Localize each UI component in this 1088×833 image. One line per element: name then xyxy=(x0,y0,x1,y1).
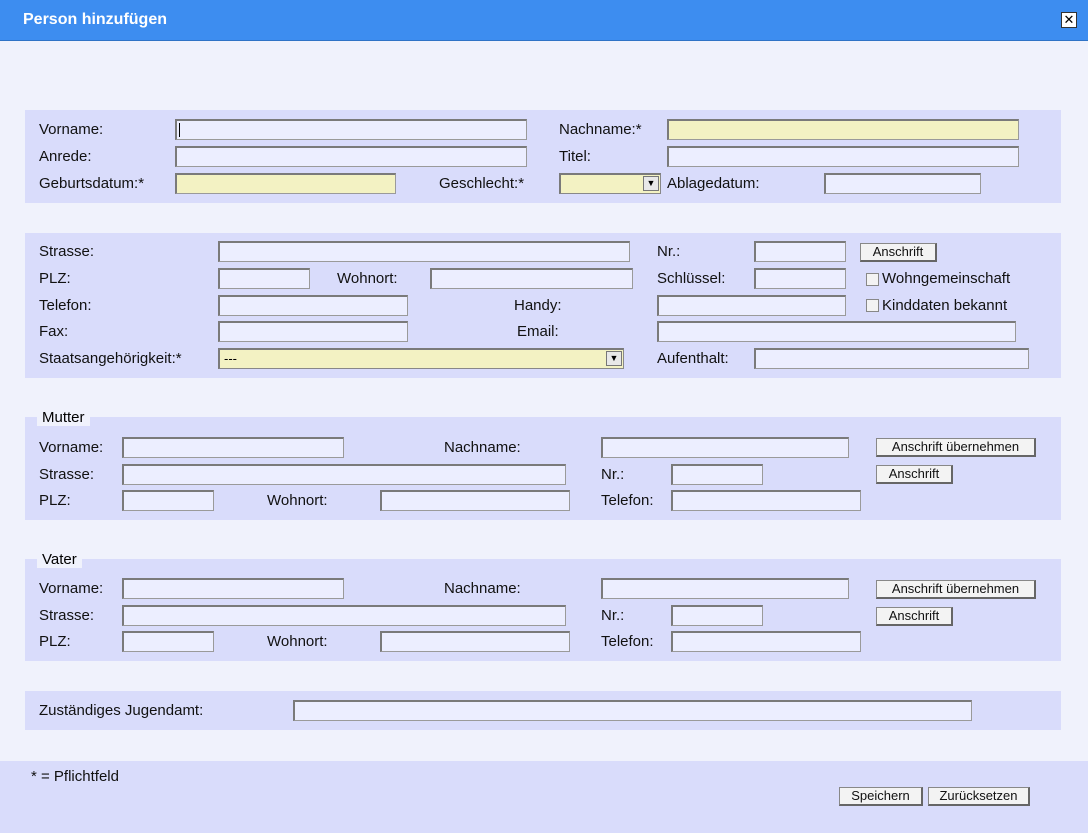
close-icon[interactable]: ✕ xyxy=(1061,12,1077,28)
ablagedatum-input[interactable] xyxy=(824,173,981,194)
schluessel-label: Schlüssel: xyxy=(657,270,726,287)
vater-telefon-label: Telefon: xyxy=(601,633,654,650)
vater-nr-label: Nr.: xyxy=(601,607,625,624)
anrede-label: Anrede: xyxy=(39,148,92,165)
aufenthalt-input[interactable] xyxy=(754,348,1029,369)
wohngemeinschaft-label: Wohngemeinschaft xyxy=(882,270,1011,287)
anrede-input[interactable] xyxy=(175,146,527,167)
mutter-vorname-label: Vorname: xyxy=(39,439,104,456)
window-title: Person hinzufügen xyxy=(23,11,167,28)
mutter-anschrift-button[interactable]: Anschrift xyxy=(876,465,953,484)
plz-input[interactable] xyxy=(218,268,310,289)
handy-input[interactable] xyxy=(657,295,846,316)
staatsangehoerigkeit-select[interactable]: --- ▼ xyxy=(218,348,624,369)
mutter-strasse-input[interactable] xyxy=(122,464,566,485)
vater-anschrift-uebernehmen-button[interactable]: Anschrift übernehmen xyxy=(876,580,1036,599)
vater-nachname-input[interactable] xyxy=(601,578,849,599)
mutter-nr-label: Nr.: xyxy=(601,466,625,483)
geburtsdatum-input[interactable] xyxy=(175,173,396,194)
mutter-panel: Mutter Vorname: Nachname: Anschrift über… xyxy=(25,409,1061,520)
kinddaten-label: Kinddaten bekannt xyxy=(882,297,1008,314)
chevron-down-icon[interactable]: ▼ xyxy=(643,176,659,191)
vater-nr-input[interactable] xyxy=(671,605,763,626)
vater-vorname-label: Vorname: xyxy=(39,580,104,597)
chevron-down-icon[interactable]: ▼ xyxy=(606,351,622,366)
fax-input[interactable] xyxy=(218,321,408,342)
pflichtfeld-note: * = Pflichtfeld xyxy=(31,768,119,785)
mutter-nachname-input[interactable] xyxy=(601,437,849,458)
vater-telefon-input[interactable] xyxy=(671,631,861,652)
nr-label: Nr.: xyxy=(657,243,681,260)
ablagedatum-label: Ablagedatum: xyxy=(667,175,760,192)
telefon-input[interactable] xyxy=(218,295,408,316)
geschlecht-label: Geschlecht:* xyxy=(439,175,525,192)
text-caret xyxy=(179,123,180,137)
mutter-telefon-label: Telefon: xyxy=(601,492,654,509)
vater-vorname-input[interactable] xyxy=(122,578,344,599)
geschlecht-select[interactable]: ▼ xyxy=(559,173,661,194)
titel-label: Titel: xyxy=(559,148,591,165)
wohnort-label: Wohnort: xyxy=(337,270,398,287)
vater-panel: Vater Vorname: Nachname: Anschrift übern… xyxy=(25,551,1061,661)
email-label: Email: xyxy=(517,323,559,340)
handy-label: Handy: xyxy=(514,297,562,314)
vorname-label: Vorname: xyxy=(39,121,104,138)
mutter-nachname-label: Nachname: xyxy=(444,439,521,456)
vater-wohnort-input[interactable] xyxy=(380,631,570,652)
anschrift-button[interactable]: Anschrift xyxy=(860,243,937,262)
telefon-label: Telefon: xyxy=(39,297,92,314)
speichern-button[interactable]: Speichern xyxy=(839,787,923,806)
jugendamt-input[interactable] xyxy=(293,700,972,721)
wohngemeinschaft-checkbox[interactable] xyxy=(866,273,879,286)
mutter-nr-input[interactable] xyxy=(671,464,763,485)
mutter-vorname-input[interactable] xyxy=(122,437,344,458)
vater-plz-label: PLZ: xyxy=(39,633,71,650)
footer-bar: * = Pflichtfeld Speichern Zurücksetzen xyxy=(0,761,1088,833)
email-input[interactable] xyxy=(657,321,1016,342)
vater-strasse-input[interactable] xyxy=(122,605,566,626)
plz-label: PLZ: xyxy=(39,270,71,287)
dialog-content: Vorname: Nachname:* Anrede: Titel: Gebur… xyxy=(0,41,1088,833)
address-panel: Strasse: Nr.: Anschrift PLZ: Wohnort: Sc… xyxy=(25,233,1061,378)
nr-input[interactable] xyxy=(754,241,846,262)
vater-strasse-label: Strasse: xyxy=(39,607,95,624)
strasse-input[interactable] xyxy=(218,241,630,262)
jugendamt-panel: Zuständiges Jugendamt: xyxy=(25,691,1061,730)
geburtsdatum-label: Geburtsdatum:* xyxy=(39,175,145,192)
mutter-wohnort-label: Wohnort: xyxy=(267,492,328,509)
mutter-plz-label: PLZ: xyxy=(39,492,71,509)
mutter-telefon-input[interactable] xyxy=(671,490,861,511)
mutter-anschrift-uebernehmen-button[interactable]: Anschrift übernehmen xyxy=(876,438,1036,457)
person-panel: Vorname: Nachname:* Anrede: Titel: Gebur… xyxy=(25,110,1061,203)
mutter-wohnort-input[interactable] xyxy=(380,490,570,511)
schluessel-input[interactable] xyxy=(754,268,846,289)
fax-label: Fax: xyxy=(39,323,69,340)
vater-anschrift-button[interactable]: Anschrift xyxy=(876,607,953,626)
vater-nachname-label: Nachname: xyxy=(444,580,521,597)
wohnort-input[interactable] xyxy=(430,268,633,289)
titel-input[interactable] xyxy=(667,146,1019,167)
aufenthalt-label: Aufenthalt: xyxy=(657,350,729,367)
vater-legend: Vater xyxy=(37,551,82,568)
title-bar: Person hinzufügen ✕ xyxy=(0,0,1088,41)
nachname-input[interactable] xyxy=(667,119,1019,140)
vater-wohnort-label: Wohnort: xyxy=(267,633,328,650)
mutter-strasse-label: Strasse: xyxy=(39,466,95,483)
staatsangehoerigkeit-value: --- xyxy=(224,351,237,366)
staatsangehoerigkeit-label: Staatsangehörigkeit:* xyxy=(39,350,182,367)
kinddaten-checkbox[interactable] xyxy=(866,299,879,312)
zuruecksetzen-button[interactable]: Zurücksetzen xyxy=(928,787,1030,806)
nachname-label: Nachname:* xyxy=(559,121,642,138)
strasse-label: Strasse: xyxy=(39,243,95,260)
mutter-plz-input[interactable] xyxy=(122,490,214,511)
mutter-legend: Mutter xyxy=(37,409,90,426)
jugendamt-label: Zuständiges Jugendamt: xyxy=(39,702,204,719)
vorname-input[interactable] xyxy=(175,119,527,140)
vater-plz-input[interactable] xyxy=(122,631,214,652)
